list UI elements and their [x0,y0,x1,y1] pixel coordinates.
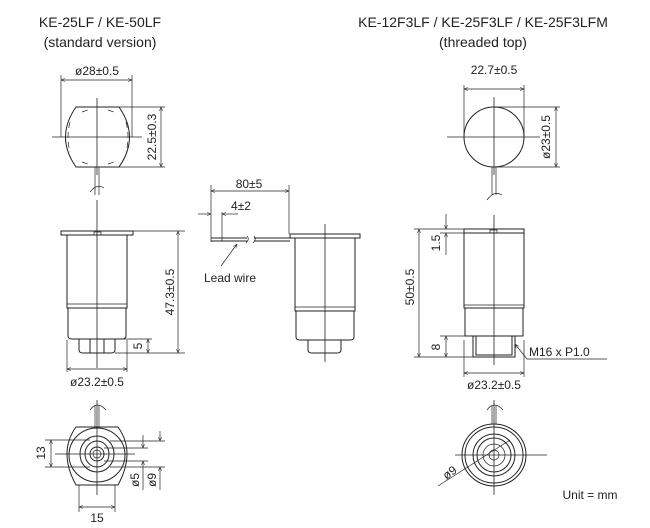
left-tip-label: 5 [131,342,145,349]
middle-side-view: 80±5 4±2 Lead wire [198,177,361,362]
strip-length-label: 4±2 [231,199,251,213]
left-length-label: 47.3±0.5 [163,268,177,315]
right-body-diameter-label: ø23.2±0.5 [467,378,521,392]
right-top-diameter-label: ø23±0.5 [539,115,553,159]
left-body-diameter-label: ø23.2±0.5 [70,375,124,389]
bottom-d9-label: ø9 [145,473,159,487]
bottom-d5-label: ø5 [128,473,142,487]
left-subtitle: (standard version) [44,34,157,50]
left-side-view: 47.3±0.5 5 ø23.2±0.5 [60,200,185,389]
bottom-13-label: 13 [34,446,48,460]
right-flange-label: 1.5 [429,234,443,251]
right-top-width-label: 22.7±0.5 [471,63,518,77]
right-length-label: 50±0.5 [403,268,417,305]
right-bottom-view: ø9 [437,400,547,495]
left-bottom-view: 13 ø5 ø9 15 [34,400,165,525]
right-bottom-d9-label: ø9 [440,463,460,483]
right-side-view: 50±0.5 1.5 8 M16 x P1.0 ø23.2±0.5 [403,214,607,392]
right-top-view: 22.7±0.5 ø23±0.5 [447,63,560,201]
thread-spec-label: M16 x P1.0 [529,345,590,359]
unit-label: Unit = mm [562,488,617,502]
left-top-height-label: 22.5±0.3 [145,113,159,160]
bottom-15-label: 15 [90,511,104,525]
lead-wire-label: Lead wire [204,271,256,285]
left-title: KE-25LF / KE-50LF [39,14,161,30]
left-top-diameter-label: ø28±0.5 [75,64,119,78]
lead-length-label: 80±5 [236,177,263,191]
right-subtitle: (threaded top) [439,34,527,50]
right-title: KE-12F3LF / KE-25F3LF / KE-25F3LFM [358,14,608,30]
right-thread-length-label: 8 [429,343,443,350]
left-top-view: ø28±0.5 22.5±0.3 [52,64,165,195]
